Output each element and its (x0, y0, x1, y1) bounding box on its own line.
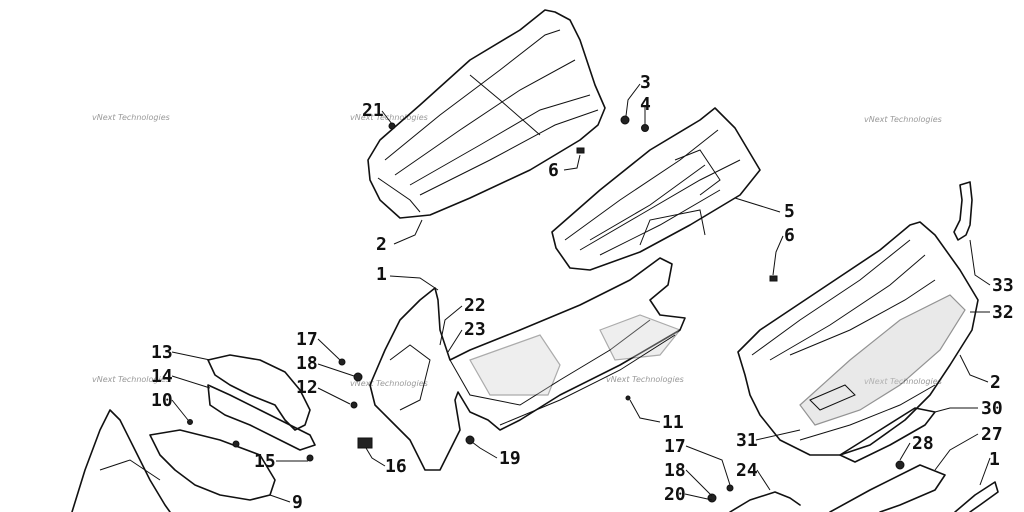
callout-6-upper: 6 (548, 160, 559, 181)
callout-9: 9 (292, 492, 303, 512)
side-panel-lower-right (737, 221, 979, 456)
callout-5: 5 (784, 201, 795, 222)
fastener-17a (338, 358, 346, 366)
fastener-15b (306, 454, 314, 462)
watermark-2: vNext Technologies (350, 113, 428, 122)
callout-1-center: 1 (376, 264, 387, 285)
fastener-15a (232, 440, 240, 448)
fastener-10 (187, 419, 193, 425)
fastener-4 (641, 124, 649, 132)
callout-2-upper: 2 (376, 234, 387, 255)
fastener-21 (388, 122, 396, 130)
leader-lines (171, 83, 991, 503)
callout-19: 19 (499, 448, 521, 469)
callout-labels: 21 3 4 6 2 5 6 1 22 23 17 18 12 13 14 10… (151, 72, 1014, 512)
fastener-28 (895, 460, 905, 470)
callout-11: 11 (662, 412, 684, 433)
callout-1-lower: 1 (989, 449, 1000, 470)
callout-17-right: 17 (664, 436, 686, 457)
watermark-6: vNext Technologies (606, 375, 684, 384)
callout-18-left: 18 (296, 353, 318, 374)
callout-6-right: 6 (784, 225, 795, 246)
lower-right-hardware (729, 407, 999, 512)
grommet-16 (357, 437, 373, 449)
fasteners (187, 115, 905, 503)
callout-33: 33 (992, 275, 1014, 296)
callout-27: 27 (981, 424, 1003, 445)
watermark-7: vNext Technologies (864, 377, 942, 386)
watermark-1: vNext Technologies (92, 113, 170, 122)
callout-31: 31 (736, 430, 758, 451)
callout-16: 16 (385, 456, 407, 477)
lower-left-shield (71, 354, 316, 512)
clip-6a (576, 147, 585, 154)
watermark-5: vNext Technologies (350, 379, 428, 388)
inner-panel-center (369, 257, 686, 471)
callout-30: 30 (981, 398, 1003, 419)
fastener-17b (726, 484, 734, 492)
clip-6b (769, 275, 778, 282)
callout-15: 15 (254, 451, 276, 472)
callout-20: 20 (664, 484, 686, 505)
callout-18-right: 18 (664, 460, 686, 481)
fastener-11 (625, 395, 631, 401)
callout-24: 24 (736, 460, 758, 481)
callout-3: 3 (640, 72, 651, 93)
watermark-group: vNext Technologies vNext Technologies vN… (92, 113, 942, 388)
callout-21: 21 (362, 100, 384, 121)
callout-13: 13 (151, 342, 173, 363)
callout-17-left: 17 (296, 329, 318, 350)
bracket-33 (953, 181, 973, 241)
fastener-3 (620, 115, 630, 125)
callout-32: 32 (992, 302, 1014, 323)
fastener-18b (707, 493, 717, 503)
callout-4: 4 (640, 94, 651, 115)
callout-28: 28 (912, 433, 934, 454)
callout-14: 14 (151, 366, 173, 387)
fastener-18a (353, 372, 363, 382)
side-panel-upper (367, 9, 606, 219)
callout-10: 10 (151, 390, 173, 411)
watermark-4: vNext Technologies (92, 375, 170, 384)
callout-12: 12 (296, 377, 318, 398)
callout-22: 22 (464, 295, 486, 316)
callout-2-right: 2 (990, 372, 1001, 393)
running-board-panel (551, 107, 761, 271)
callout-23: 23 (464, 319, 486, 340)
watermark-3: vNext Technologies (864, 115, 942, 124)
fastener-12 (350, 401, 358, 409)
